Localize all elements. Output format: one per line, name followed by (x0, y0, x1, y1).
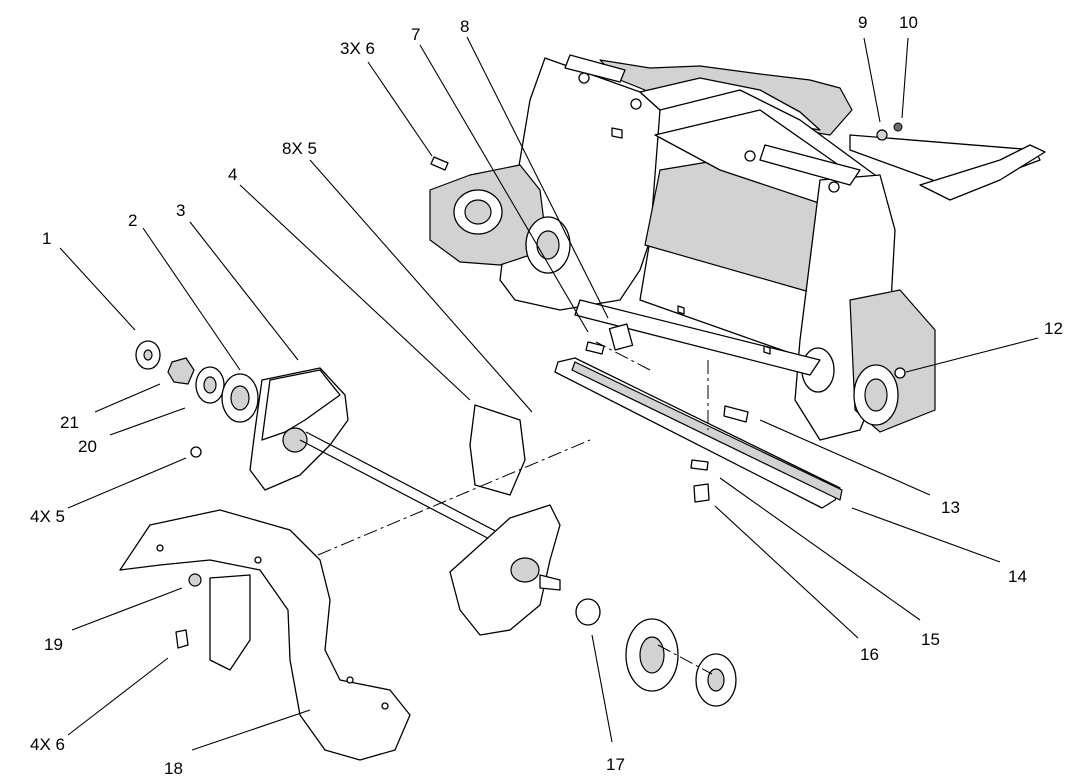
callout-1: 1 (42, 229, 52, 248)
auger-flight (119, 509, 411, 761)
callout-8: 8 (460, 17, 470, 36)
callout-7: 7 (411, 25, 421, 44)
paddle-bracket-upper (469, 404, 526, 496)
callout-12: 12 (1044, 319, 1063, 338)
auger-shaft (299, 431, 527, 556)
callout-15: 15 (921, 630, 940, 649)
callout-21: 21 (60, 413, 79, 432)
bearing-flange-left (249, 367, 349, 491)
callout-2: 2 (128, 211, 138, 230)
callout-16: 16 (860, 645, 879, 664)
callout-20: 20 (78, 437, 97, 456)
alignment-line-2 (595, 341, 651, 371)
callout-18: 18 (164, 759, 183, 778)
alignment-line-4 (657, 644, 713, 675)
auger-housing (429, 54, 1046, 441)
callout-4x5: 4X 5 (30, 507, 65, 526)
callout-3: 3 (176, 201, 186, 220)
callout-4x6: 4X 6 (30, 735, 65, 754)
leader-lines (59, 36, 1039, 751)
callout-4: 4 (228, 165, 238, 184)
callout-13: 13 (941, 498, 960, 517)
skid-plate (723, 405, 749, 423)
callout-14: 14 (1008, 567, 1027, 586)
callout-10: 10 (899, 13, 918, 32)
bearing-flange-right (449, 504, 737, 707)
hardware-top (430, 122, 906, 503)
washer-parts (135, 340, 259, 458)
callout-3x6: 3X 6 (340, 39, 375, 58)
callout-17: 17 (606, 755, 625, 774)
callout-9: 9 (858, 13, 868, 32)
callout-19: 19 (44, 635, 63, 654)
callout-8x5: 8X 5 (282, 139, 317, 158)
